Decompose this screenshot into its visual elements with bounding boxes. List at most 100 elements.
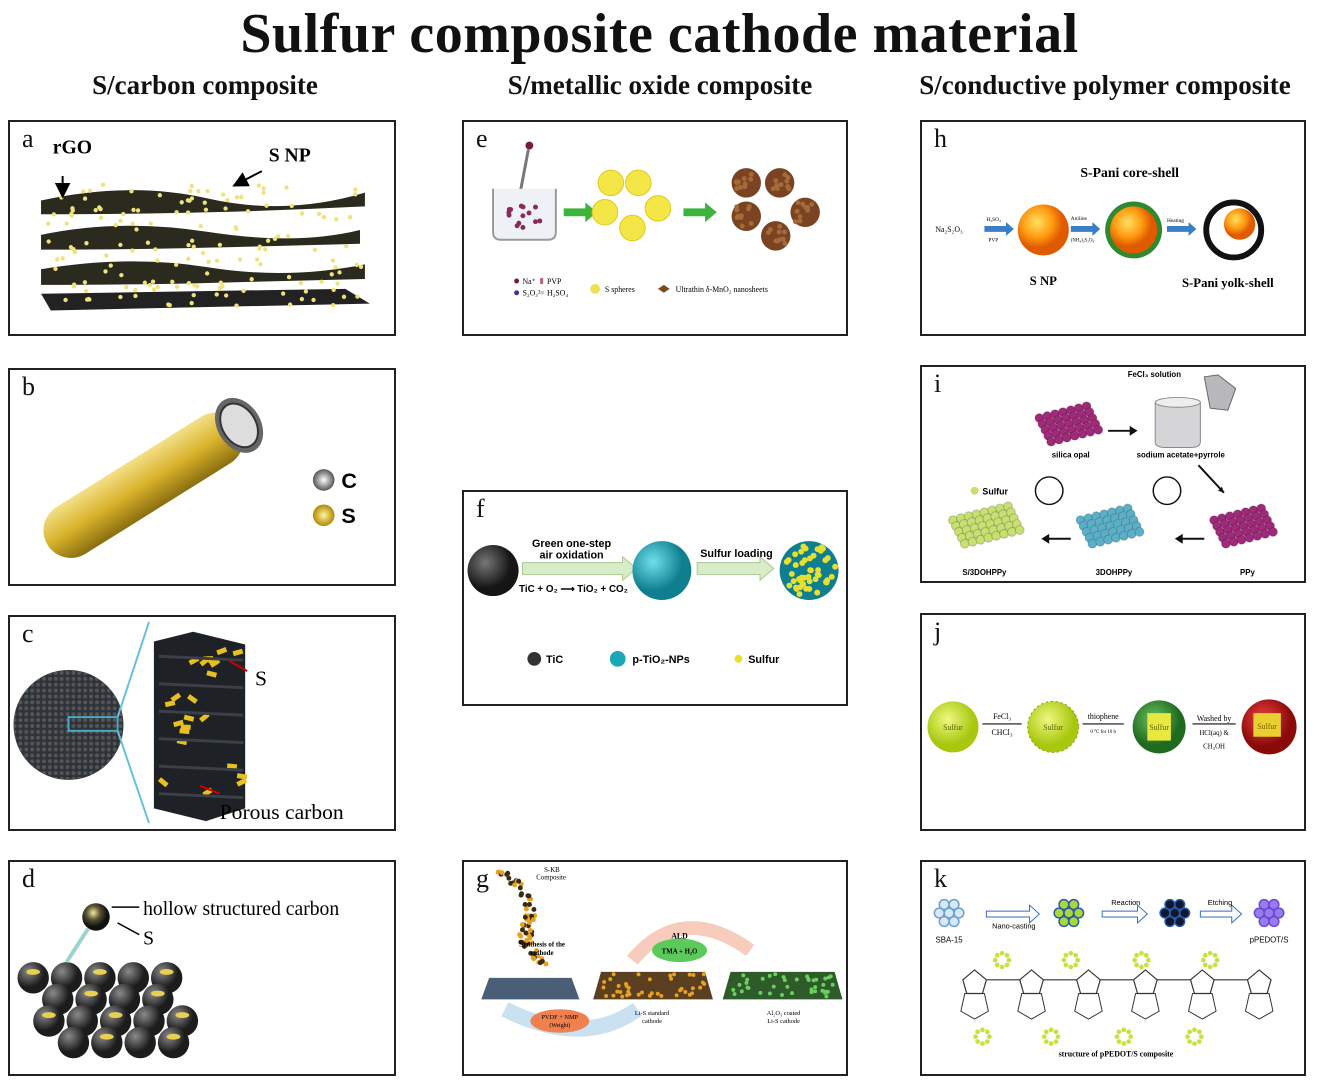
legend-e: Na⁺ PVP S₂O₃²⁻ H₂SO₄ S spheres Ultrathin… xyxy=(514,277,768,298)
coat2-label: Li-S cathode xyxy=(767,1018,800,1025)
legend-s: S xyxy=(341,503,355,528)
washed-label: Washed by xyxy=(1197,714,1232,723)
sba-label: SBA-15 xyxy=(936,935,964,944)
column-header-polymer: S/conductive polymer composite xyxy=(919,70,1291,100)
panel-i-graphic: FeCl₃ solution silica opal sodium acetat… xyxy=(948,370,1278,577)
cathode-label: cathode xyxy=(531,950,554,957)
step2-label: Sulfur loading xyxy=(700,548,772,560)
fecl3-label-j: FeCl₃ xyxy=(993,712,1011,721)
carbon-nanotube xyxy=(43,397,264,558)
panel-label-g: g xyxy=(476,864,489,893)
ald-label: ALD xyxy=(671,932,688,941)
panel-label-a: a xyxy=(22,124,34,153)
cond-label: 0 °C for 10 h xyxy=(1090,730,1116,735)
sulfur-label-i: Sulfur xyxy=(982,487,1008,497)
svg-text:Ultrathin δ-MnO₂ nanosheets: Ultrathin δ-MnO₂ nanosheets xyxy=(676,285,768,294)
step1b-label: air oxidation xyxy=(540,550,604,562)
reaction-label: TiC + O₂ ⟶ TiO₂ + CO₂ xyxy=(519,584,628,595)
ppedot-label: pPEDOT/S xyxy=(1250,935,1289,944)
panel-h: S-Pani core-shell Na₂S₂O₃ H₂SO₄ PVP S NP… xyxy=(920,120,1306,336)
dropper-icon xyxy=(519,149,530,191)
svg-text:Na⁺: Na⁺ xyxy=(523,277,536,286)
s-3dohppy-structure xyxy=(948,501,1025,549)
std1-label: Li-S standard xyxy=(635,1010,670,1017)
page-title: Sulfur composite cathode material xyxy=(240,3,1079,65)
svg-text:H₂SO₄: H₂SO₄ xyxy=(547,289,568,298)
arrow-icon xyxy=(563,202,598,223)
snp-label: S NP xyxy=(269,145,311,166)
s-nanoparticle xyxy=(1017,204,1069,256)
ppy-label: PPy xyxy=(1240,568,1255,577)
std2-label: cathode xyxy=(642,1018,662,1025)
yolkshell-label: S-Pani yolk-shell xyxy=(1182,276,1274,290)
svg-text:p-TiO₂-NPs: p-TiO₂-NPs xyxy=(632,654,689,666)
chcl3-label: CHCl₃ xyxy=(992,728,1013,737)
panel-a-graphic: rGO S NP xyxy=(41,137,370,311)
panel-c: S Porous carbon c xyxy=(8,615,396,831)
na2s2o3-label: Na₂S₂O₃ xyxy=(935,225,963,234)
panel-label-j: j xyxy=(934,617,942,646)
nano-label: Nano-casting xyxy=(992,922,1035,931)
svg-text:Sulfur: Sulfur xyxy=(1043,723,1063,732)
pedot-chain xyxy=(960,969,1274,1020)
svg-text:TiC: TiC xyxy=(546,654,563,666)
porous-carbon-block xyxy=(153,631,248,822)
ch3oh-label: CH₃OH xyxy=(1203,744,1225,751)
vessel-icon xyxy=(1154,401,1201,448)
hcl-label: HCl(aq) & xyxy=(1199,730,1229,737)
d3-label: 3DOHPPy xyxy=(1096,568,1133,577)
3dohppy-structure xyxy=(1075,503,1145,549)
ppy-opal xyxy=(1209,503,1278,549)
aniline-label: Aniline xyxy=(1071,216,1088,222)
structure-label: structure of pPEDOT/S composite xyxy=(1059,1049,1174,1058)
arrow-icon xyxy=(1108,425,1138,436)
column-header-carbon: S/carbon composite xyxy=(92,70,318,100)
panel-g-graphic: S-KB Composite Synthesis of the cathode … xyxy=(481,867,843,1037)
pvp-label: PVP xyxy=(988,238,998,244)
h2so4-label: H₂SO₄ xyxy=(986,217,1001,223)
panel-i: FeCl₃ solution silica opal sodium acetat… xyxy=(920,365,1306,583)
sulfur-nanoparticles xyxy=(46,182,364,308)
panel-b-graphic: C S xyxy=(43,397,357,558)
arrow-icon xyxy=(696,555,775,582)
legend-f: TiC p-TiO₂-NPs Sulfur xyxy=(527,651,780,667)
hollow-carbon-particle xyxy=(82,903,110,931)
s-kb-composite xyxy=(495,869,549,967)
sulfur-sphere-1 xyxy=(927,701,979,753)
legend-c: C xyxy=(341,468,357,493)
porous-carbon-label: Porous carbon xyxy=(220,800,344,824)
composite-label: Composite xyxy=(536,875,566,882)
silica-label: silica opal xyxy=(1052,450,1090,459)
tma-label: TMA + H₂O xyxy=(662,948,698,955)
panel-j: Sulfur FeCl₃ CHCl₃ Sulfur thiophene 0 °C… xyxy=(920,613,1306,831)
sulfur-sphere-2 xyxy=(1027,700,1080,753)
tic-sphere xyxy=(467,545,519,597)
panel-label-i: i xyxy=(934,369,942,398)
arrow-icon xyxy=(1199,904,1243,924)
arrow-icon xyxy=(1174,533,1205,544)
synthesis-label: Synthesis of the xyxy=(519,941,565,948)
panel-d-graphic: hollow structured carbon S xyxy=(17,899,339,1059)
pvdf-label: PVDF + NMP xyxy=(541,1014,578,1021)
thiophene-label: thiophene xyxy=(1088,712,1119,721)
panel-label-c: c xyxy=(22,619,34,648)
arrow-icon xyxy=(1101,904,1149,924)
sulfur-flakes xyxy=(157,647,248,800)
panel-label-d: d xyxy=(22,864,35,893)
panel-g: S-KB Composite Synthesis of the cathode … xyxy=(462,860,848,1076)
panel-b: C S b xyxy=(8,368,396,586)
sulfur-spheres xyxy=(591,169,672,242)
panel-k-graphic: SBA-15 Nano-casting Reaction Etching pPE… xyxy=(933,898,1289,1058)
hollow-label: hollow structured carbon xyxy=(143,899,339,920)
reaction-label-k: Reaction xyxy=(1111,898,1140,907)
mno2-coated-spheres xyxy=(731,168,820,251)
sulfur-rings xyxy=(973,950,1220,1046)
sba15-process xyxy=(933,898,1285,928)
arrow-icon xyxy=(683,202,717,223)
s3d-label: S/3DOHPPy xyxy=(962,568,1007,577)
panel-h-graphic: S-Pani core-shell Na₂S₂O₃ H₂SO₄ PVP S NP… xyxy=(935,165,1274,290)
carbon-atom-icon xyxy=(312,469,335,491)
svg-text:Sulfur: Sulfur xyxy=(748,654,780,666)
arrow-icon xyxy=(1166,222,1197,236)
tio2-sphere xyxy=(632,541,692,600)
